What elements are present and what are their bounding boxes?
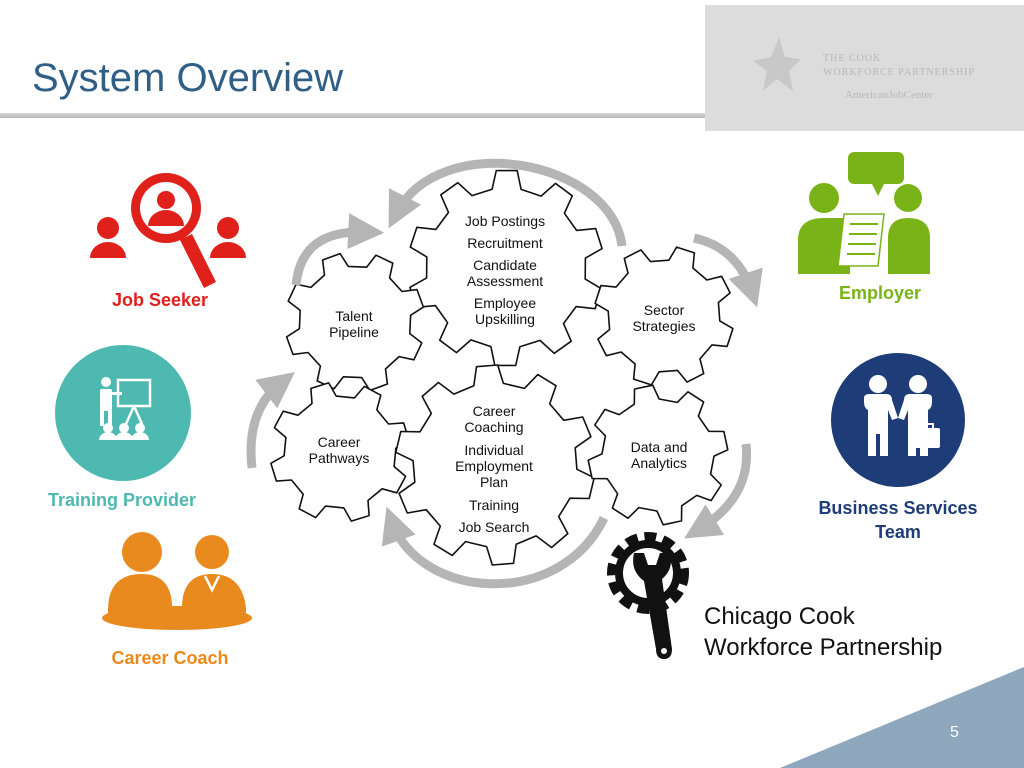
employer-icon	[798, 152, 930, 274]
title-divider	[0, 113, 822, 118]
page-number: 5	[950, 724, 959, 741]
arrow-top	[388, 158, 627, 247]
partnership-logo-watermark: THE COOK WORKFORCE PARTNERSHIP AmericanJ…	[705, 5, 1024, 131]
career-coach-icon	[102, 532, 252, 630]
training-provider-icon	[55, 345, 191, 481]
business-services-label: Business Services Team	[818, 498, 978, 542]
partner-name: Chicago Cook Workforce Partnership	[704, 603, 943, 661]
gear-career-pathways-label: Career Pathways	[308, 434, 370, 466]
gear-talent-pipeline-label: Talent Pipeline	[329, 308, 379, 340]
logo-text-line3: AmericanJobCenter	[845, 89, 933, 101]
arrow-upper-left	[291, 213, 385, 286]
job-seeker-icon	[90, 173, 246, 288]
employer-label: Employer	[838, 283, 922, 303]
logo-text-line2: WORKFORCE PARTNERSHIP	[823, 67, 976, 78]
arrow-upper-right	[692, 233, 763, 308]
job-seeker-label: Job Seeker	[111, 290, 209, 310]
arrow-bottom	[381, 506, 609, 589]
gear-sector-strategies	[594, 246, 734, 386]
gear-career-pathways	[270, 382, 410, 522]
gear-data-analytics	[587, 384, 729, 526]
arrow-left	[246, 372, 295, 469]
arrow-lower-right	[684, 443, 752, 539]
corner-decoration	[780, 667, 1024, 768]
gear-talent-pipeline	[285, 252, 425, 392]
star-logo-icon	[753, 37, 801, 91]
gear-center-top	[409, 169, 603, 367]
business-services-icon	[831, 353, 965, 487]
training-provider-label: Training Provider	[47, 490, 197, 510]
wrench-gear-icon	[607, 532, 689, 659]
logo-text-line1: THE COOK	[823, 53, 882, 64]
slide-title: System Overview	[32, 56, 344, 100]
career-coach-label: Career Coach	[111, 648, 229, 668]
gear-center-bottom-label: Career Coaching Individual Employment Pl…	[455, 403, 533, 535]
gear-data-analytics-label: Data and Analytics	[630, 439, 688, 471]
gear-center-top-label: Job Postings Recruitment Candidate Asses…	[464, 213, 546, 327]
gear-center-bottom	[395, 364, 595, 566]
gear-sector-strategies-label: Sector Strategies	[632, 302, 696, 334]
